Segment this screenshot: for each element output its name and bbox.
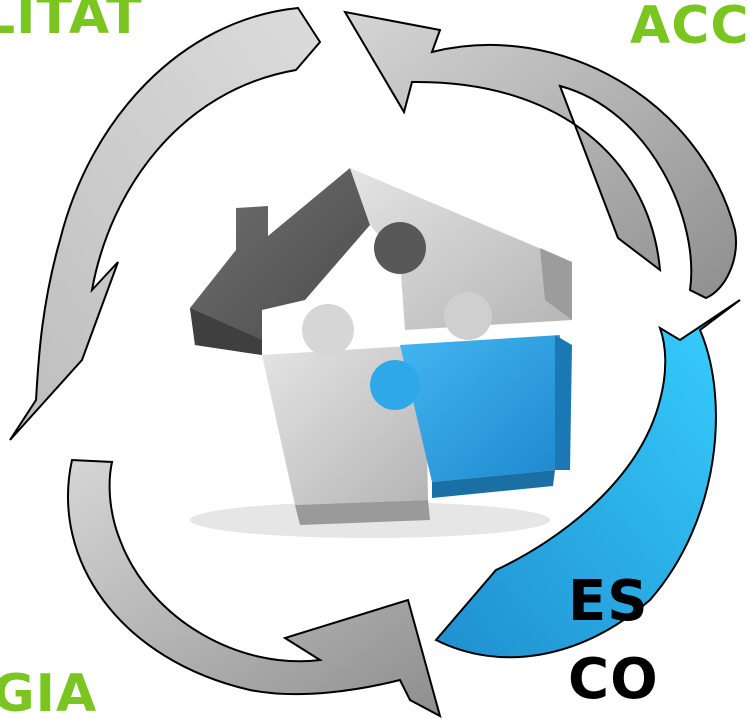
label-top-left: LITAT [0,0,143,46]
label-top-right: ACC [630,0,750,56]
arrow-bottom-left [67,458,442,718]
label-bottom-right-line2: CO [568,647,659,712]
arrow-bottom-right-blue [434,299,741,659]
arrow-top-left [9,6,322,441]
puzzle-house-icon [190,168,572,538]
label-bottom-right-line1: ES [568,569,649,634]
label-bottom-left: GIA [0,664,98,719]
arrow-top-right [343,10,737,300]
